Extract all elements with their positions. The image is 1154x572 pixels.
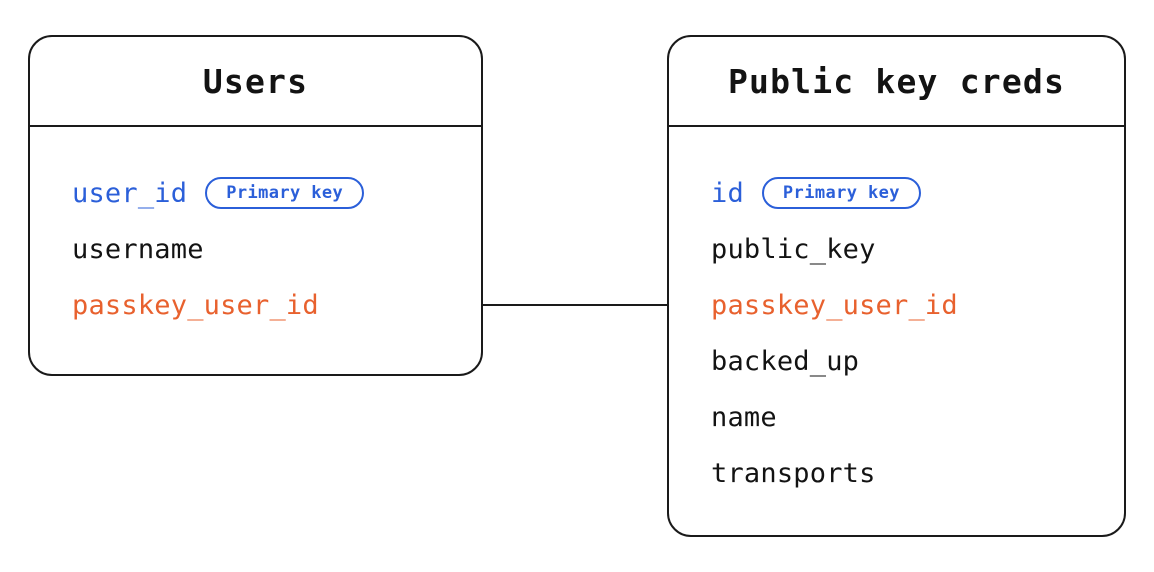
entity-users-title: Users [202,61,309,101]
relationship-line-users-public-key-creds[interactable] [481,304,669,307]
field-name-name: name [711,401,777,433]
field-row-passkey-user-id-users[interactable]: passkey_user_id [30,277,481,333]
field-row-username[interactable]: username [30,221,481,277]
field-name-username: username [72,233,204,265]
field-row-backed-up[interactable]: backed_up [669,333,1124,389]
field-name-passkey-user-id-creds: passkey_user_id [711,289,958,321]
field-name-public-key: public_key [711,233,876,265]
primary-key-badge-public-key-creds: Primary key [761,177,921,209]
entity-users-field-list: user_id Primary key username passkey_use… [30,127,481,374]
entity-users[interactable]: Users user_id Primary key username passk… [28,35,483,376]
field-row-id[interactable]: id Primary key [669,165,1124,221]
field-row-user-id[interactable]: user_id Primary key [30,165,481,221]
field-row-transports[interactable]: transports [669,445,1124,501]
field-name-id: id [711,177,744,209]
entity-public-key-creds[interactable]: Public key creds id Primary key public_k… [667,35,1126,537]
field-row-name[interactable]: name [669,389,1124,445]
field-name-transports: transports [711,457,876,489]
primary-key-badge-label: Primary key [226,183,344,203]
field-name-backed-up: backed_up [711,345,860,377]
primary-key-badge-label: Primary key [782,183,900,203]
entity-public-key-creds-title: Public key creds [727,61,1066,101]
primary-key-badge-users: Primary key [205,177,365,209]
entity-public-key-creds-header: Public key creds [669,37,1124,127]
field-name-user-id: user_id [72,177,188,209]
entity-users-header: Users [30,37,481,127]
field-row-passkey-user-id-creds[interactable]: passkey_user_id [669,277,1124,333]
entity-public-key-creds-field-list: id Primary key public_key passkey_user_i… [669,127,1124,535]
field-name-passkey-user-id-users: passkey_user_id [72,289,319,321]
field-row-public-key[interactable]: public_key [669,221,1124,277]
